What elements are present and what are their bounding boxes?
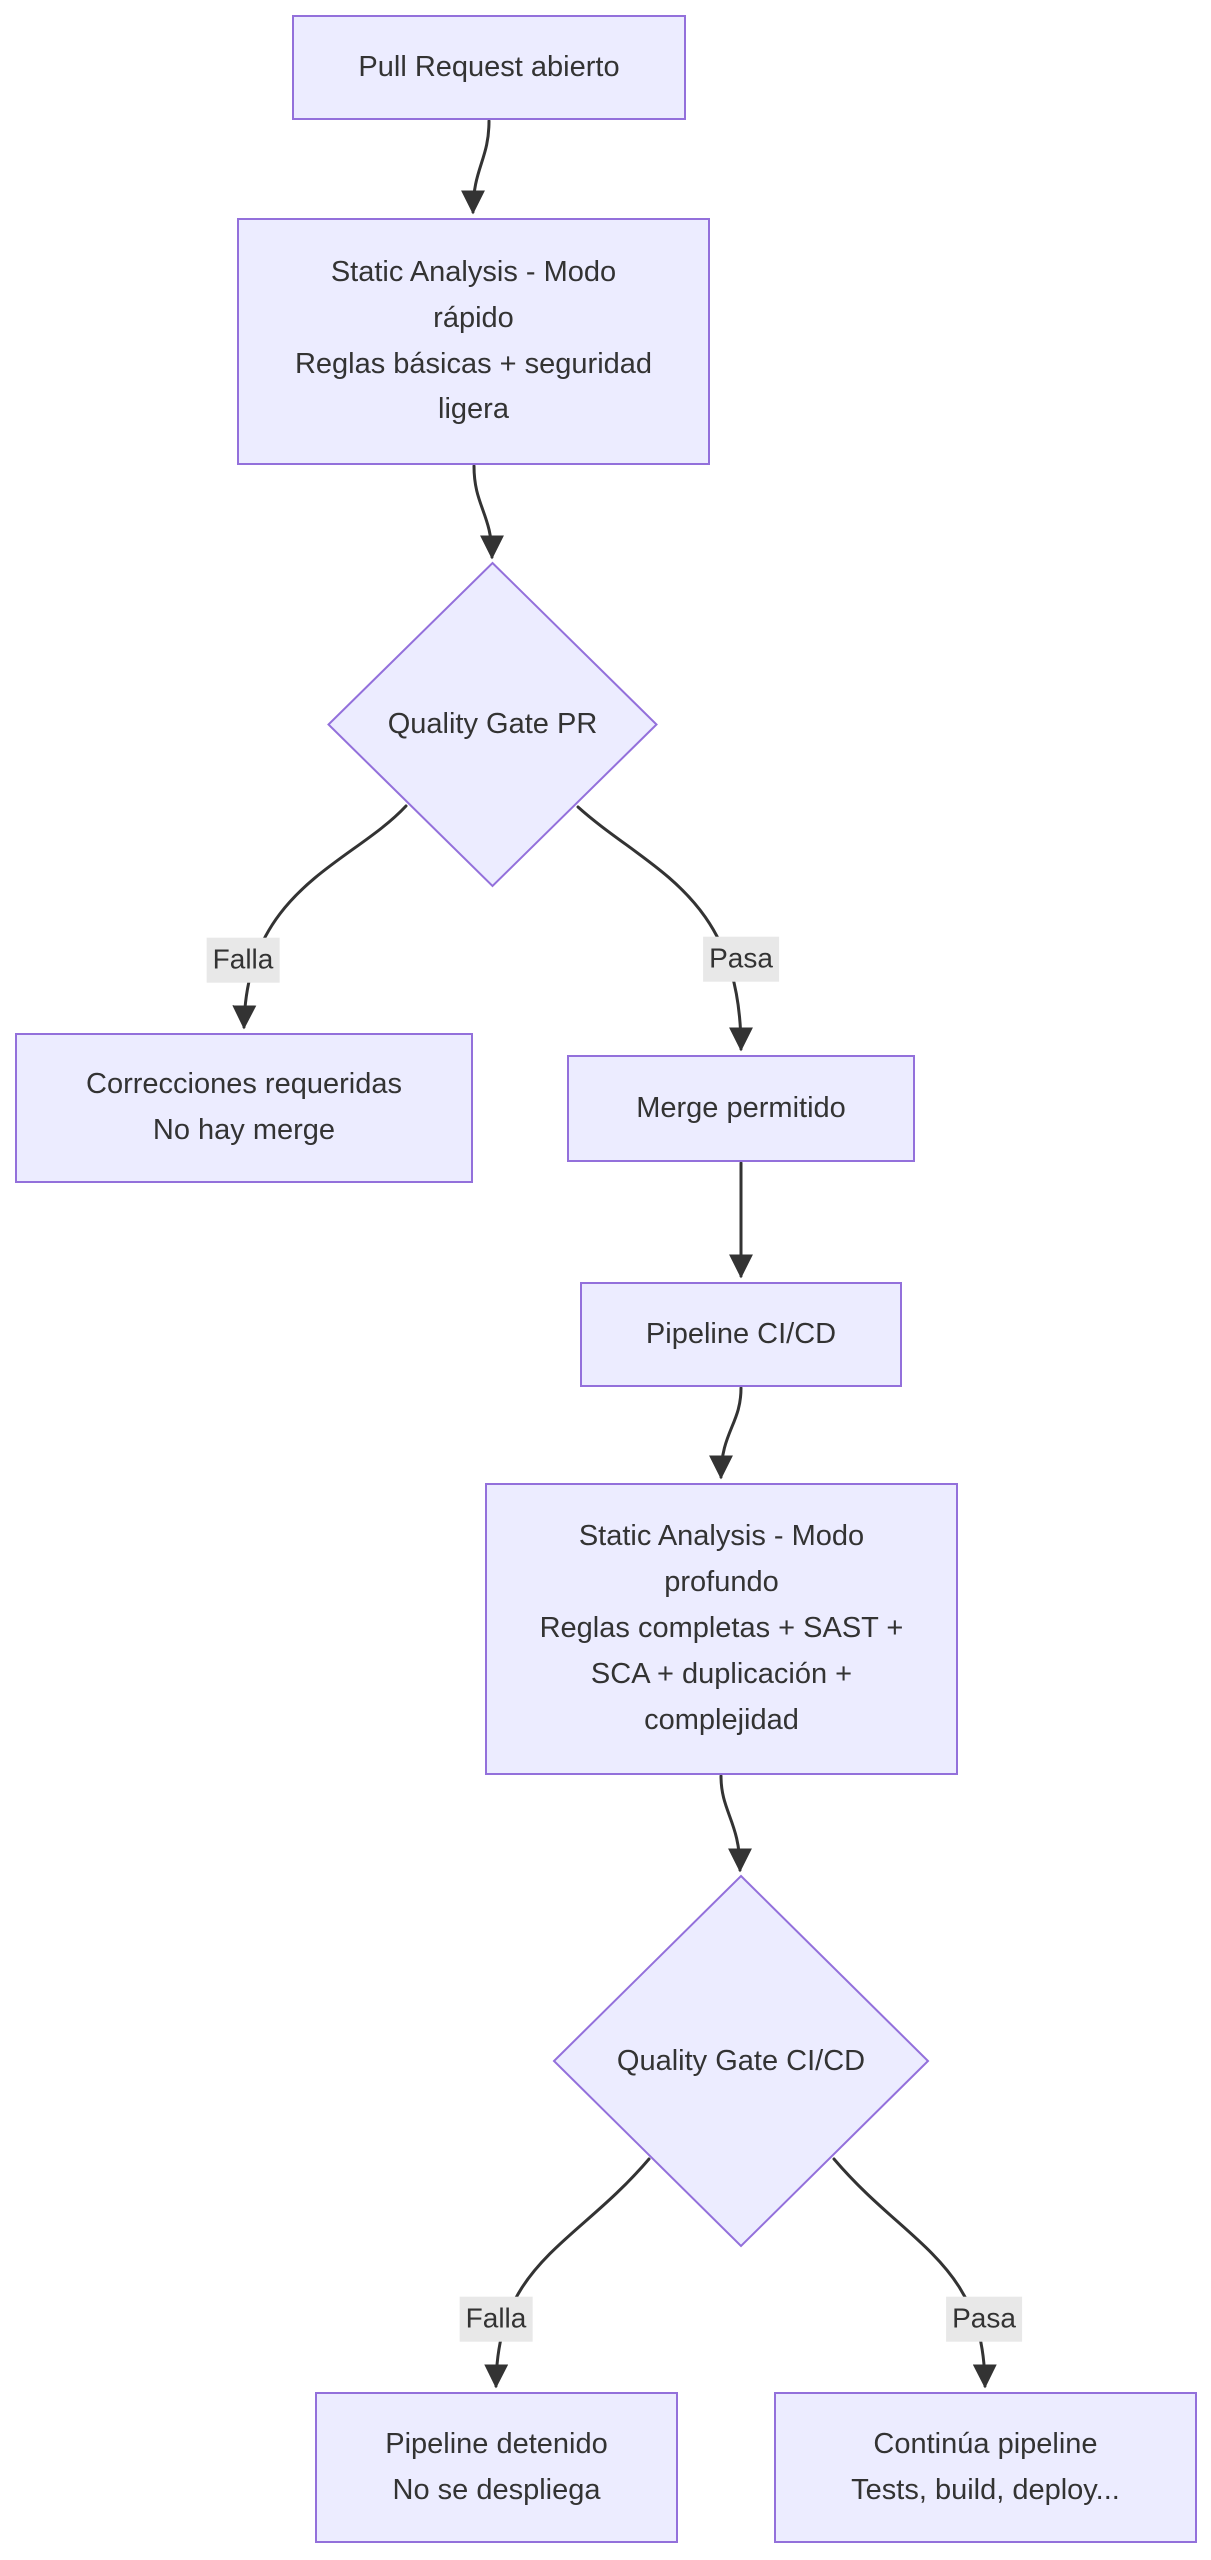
edge-label-pasa-pr: Pasa (703, 936, 779, 982)
node-quality-gate-cicd: Quality Gate CI/CD (616, 2044, 866, 2077)
edge-staticdeep-gatecicd (719, 1774, 752, 1873)
edge-label-falla-pr: Falla (206, 937, 280, 983)
diamond-quality-gate-cicd (552, 1874, 930, 2248)
diamond-quality-gate-pr (327, 561, 658, 888)
edge-gatepr-pasa-merge (576, 805, 753, 1052)
node-correcciones-requeridas: Correcciones requeridas No hay merge (15, 1033, 473, 1183)
edge-label-falla-cicd: Falla (459, 2296, 533, 2342)
edge-pipelinecicd-staticdeep (709, 1386, 743, 1480)
edge-propen-staticpr (461, 119, 491, 215)
edge-gatecicd-falla-stopped (484, 2157, 651, 2389)
node-continua-pipeline: Continúa pipeline Tests, build, deploy..… (774, 2392, 1197, 2543)
node-static-analysis-modo-profundo: Static Analysis - Modo profundo Reglas c… (485, 1483, 958, 1775)
node-quality-gate-pr: Quality Gate PR (387, 708, 598, 741)
node-static-analysis-modo-rapido: Static Analysis - Modo rápido Reglas bás… (237, 218, 710, 465)
node-merge-permitido: Merge permitido (567, 1055, 915, 1162)
edge-staticpr-gatepr (472, 464, 504, 560)
node-pipeline-cicd: Pipeline CI/CD (580, 1282, 902, 1387)
node-pipeline-detenido: Pipeline detenido No se despliega (315, 2392, 678, 2543)
node-pull-request-abierto: Pull Request abierto (292, 15, 686, 120)
edge-label-pasa-cicd: Pasa (946, 2296, 1022, 2342)
edge-gatecicd-pasa-continues (832, 2157, 997, 2389)
